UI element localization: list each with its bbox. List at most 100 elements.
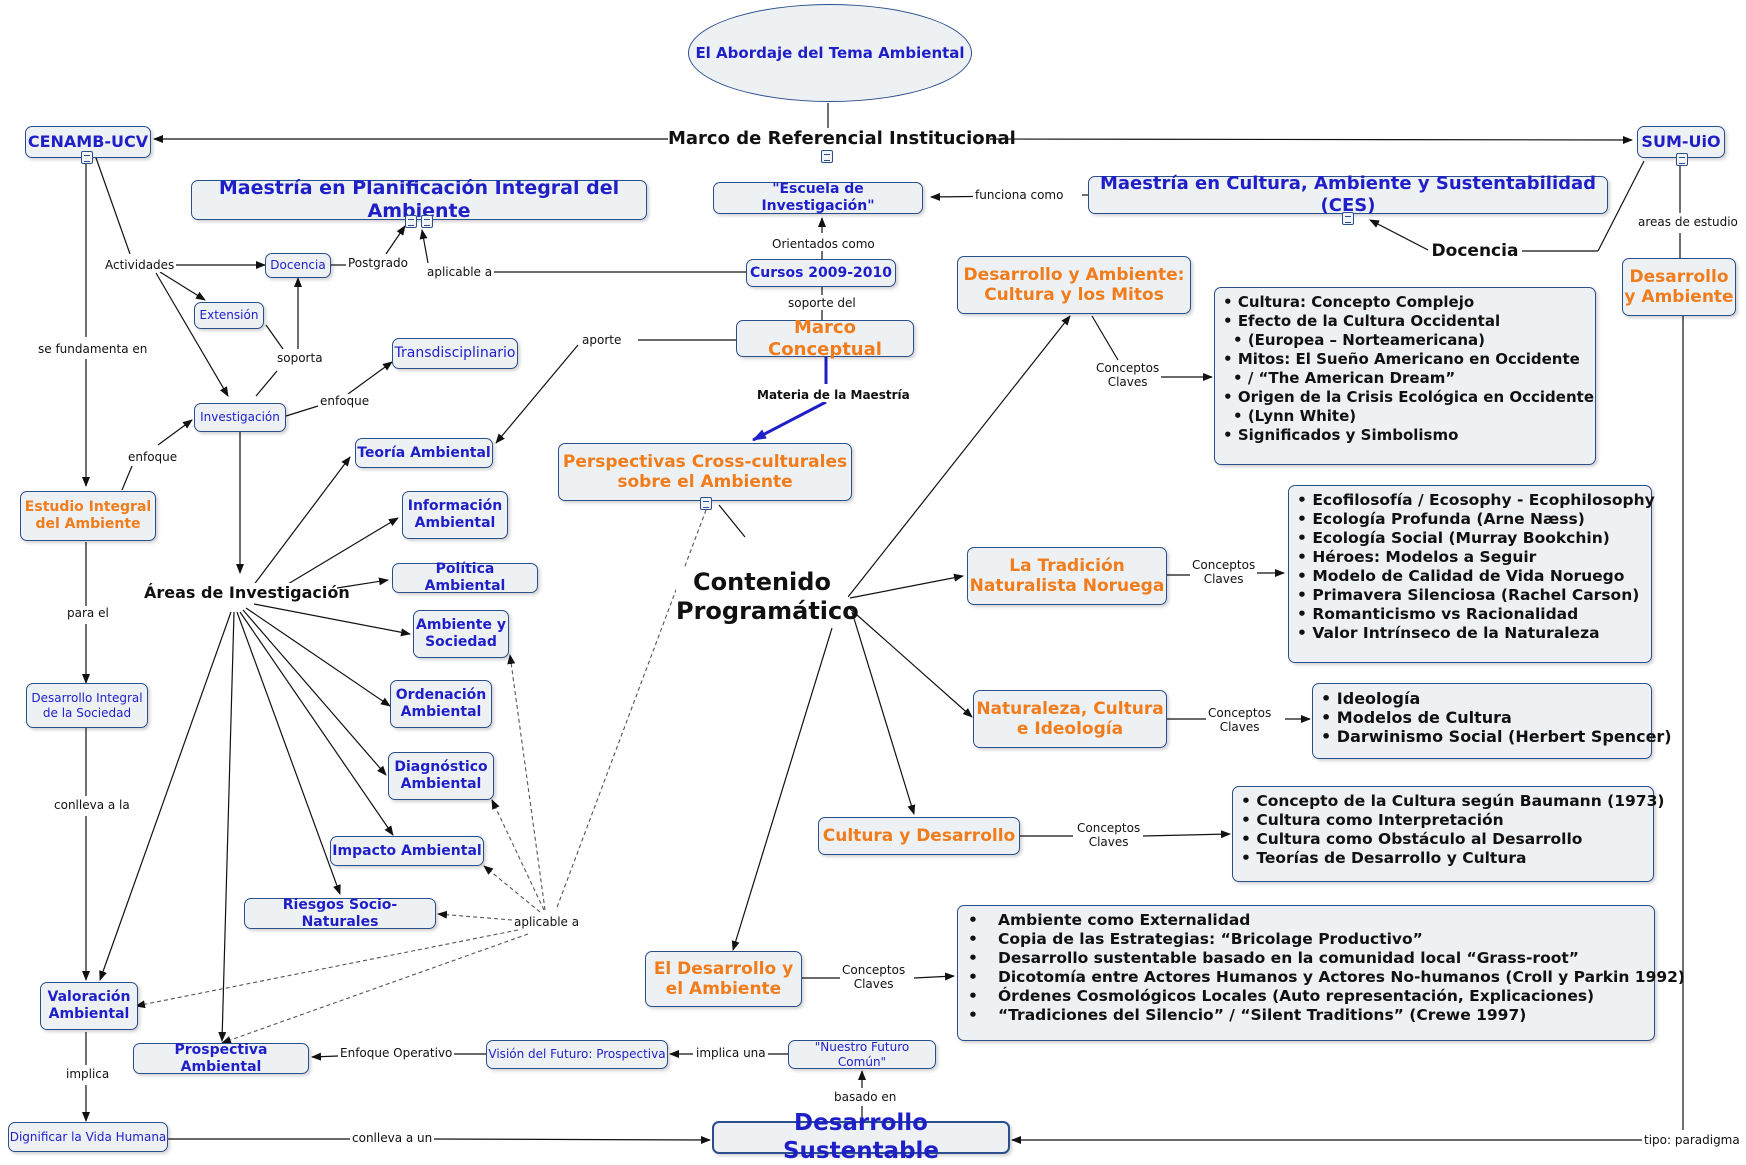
node-estudio-integral[interactable]: Estudio Integral del Ambiente xyxy=(20,491,156,541)
resource-icon[interactable] xyxy=(405,215,417,228)
list-naturaleza: Ideología Modelos de Cultura Darwinismo … xyxy=(1312,683,1672,759)
list-item: Modelos de Cultura xyxy=(1321,708,1643,727)
node-marco-conceptual[interactable]: Marco Conceptual xyxy=(736,317,914,360)
node-docencia[interactable]: Docencia xyxy=(1428,241,1522,262)
node-ambiente-sociedad[interactable]: Ambiente y Sociedad xyxy=(413,610,509,658)
node-naturaleza[interactable]: Naturaleza, Cultura e Ideología xyxy=(973,690,1167,748)
node-areas-investigacion[interactable]: Áreas de Investigación xyxy=(144,583,350,603)
list-item: Desarrollo sustentable basado en la comu… xyxy=(968,949,1646,968)
resource-icon[interactable] xyxy=(700,497,712,510)
list-item: / “The American Dream” xyxy=(1223,369,1587,388)
list-item: Ideología xyxy=(1321,689,1643,708)
list-item: Ambiente como Externalidad xyxy=(968,911,1646,930)
list-item: Copia de las Estrategias: “Bricolage Pro… xyxy=(968,930,1646,949)
node-desarrollo-ambiente-bottom[interactable]: El Desarrollo y el Ambiente xyxy=(645,951,802,1007)
node-maestria-ces[interactable]: Maestría en Cultura, Ambiente y Sustenta… xyxy=(1088,173,1608,216)
link-soporta: soporta xyxy=(275,351,325,366)
list-item: Efecto de la Cultura Occidental xyxy=(1223,312,1587,331)
list-item: Héroes: Modelos a Seguir xyxy=(1297,548,1643,567)
node-desarrollo-sustentable[interactable]: Desarrollo Sustentable xyxy=(712,1110,1010,1164)
node-cursos[interactable]: Cursos 2009-2010 xyxy=(746,259,896,287)
node-transdisciplinario[interactable]: Transdisciplinario xyxy=(392,338,518,369)
list-item: “Tradiciones del Silencio” / “Silent Tra… xyxy=(968,1006,1646,1025)
node-valoracion[interactable]: Valoración Ambiental xyxy=(40,982,138,1030)
list-item: Ecología Social (Murray Bookchin) xyxy=(1297,529,1643,548)
link-actividades: Actividades xyxy=(103,258,177,273)
list-item: Darwinismo Social (Herbert Spencer) xyxy=(1321,727,1672,746)
node-impacto[interactable]: Impacto Ambiental xyxy=(330,836,484,866)
link-tipo-paradigma: tipo: paradigma xyxy=(1642,1133,1742,1148)
list-item: Cultura como Obstáculo al Desarrollo xyxy=(1241,830,1645,849)
link-aporte: aporte xyxy=(580,333,624,348)
link-conceptos-claves-5: Conceptos Claves xyxy=(840,963,908,992)
concept-map-icon[interactable] xyxy=(421,215,433,228)
list-item: Ecofilosofía / Ecosophy - Ecophilosophy xyxy=(1297,491,1654,510)
link-enfoque-1: enfoque xyxy=(318,394,372,409)
link-aplicable-a-bottom: aplicable a xyxy=(512,915,582,930)
link-implica: implica xyxy=(64,1067,112,1082)
node-docencia-small[interactable]: Docencia xyxy=(265,253,331,278)
link-se-fundamenta: se fundamenta en xyxy=(36,342,150,357)
node-sum-uio[interactable]: SUM-UiO xyxy=(1637,126,1725,158)
list-item: Cultura: Concepto Complejo xyxy=(1223,293,1587,312)
link-conceptos-claves-1: Conceptos Claves xyxy=(1094,361,1162,390)
node-diagnostico[interactable]: Diagnóstico Ambiental xyxy=(388,752,494,800)
node-politica[interactable]: Política Ambiental xyxy=(392,561,538,594)
node-marco-referencial[interactable]: Marco de Referencial Institucional xyxy=(668,128,1016,150)
list-item: (Lynn White) xyxy=(1223,407,1587,426)
list-item: Primavera Silenciosa (Rachel Carson) xyxy=(1297,586,1643,605)
link-funciona-como: funciona como xyxy=(973,188,1066,203)
link-areas-estudio: areas de estudio xyxy=(1636,215,1740,230)
link-orientados-como: Orientados como xyxy=(770,237,877,252)
list-tradicion: Ecofilosofía / Ecosophy - Ecophilosophy … xyxy=(1288,485,1655,663)
link-conceptos-claves-3: Conceptos Claves xyxy=(1206,706,1274,735)
link-conceptos-claves-4: Conceptos Claves xyxy=(1075,821,1143,850)
node-informacion[interactable]: Información Ambiental xyxy=(402,491,508,539)
list-item: Modelo de Calidad de Vida Noruego xyxy=(1297,567,1643,586)
concept-map-icon[interactable] xyxy=(821,150,833,163)
list-item: Mitos: El Sueño Americano en Occidente xyxy=(1223,350,1587,369)
list-desarrollo: Ambiente como Externalidad Copia de las … xyxy=(957,905,1685,1041)
node-desarrollo-sociedad[interactable]: Desarrollo Integral de la Sociedad xyxy=(26,683,148,728)
node-extension[interactable]: Extensión xyxy=(194,302,264,329)
node-escuela[interactable]: "Escuela de Investigación" xyxy=(713,181,923,214)
list-item: Romanticismo vs Racionalidad xyxy=(1297,605,1643,624)
list-mitos: Cultura: Concepto Complejo Efecto de la … xyxy=(1214,287,1596,465)
link-basado-en: basado en xyxy=(832,1090,899,1105)
node-cultura-desarrollo[interactable]: Cultura y Desarrollo xyxy=(818,817,1020,855)
link-aplicable-a: aplicable a xyxy=(425,265,495,280)
list-item: Órdenes Cosmológicos Locales (Auto repre… xyxy=(968,987,1646,1006)
link-conceptos-claves-2: Conceptos Claves xyxy=(1190,558,1258,587)
node-ordenacion[interactable]: Ordenación Ambiental xyxy=(390,680,492,728)
node-tradicion[interactable]: La Tradición Naturalista Noruega xyxy=(967,547,1167,605)
resource-icon[interactable] xyxy=(81,151,93,164)
node-dignificar[interactable]: Dignificar la Vida Humana xyxy=(8,1122,168,1152)
link-enfoque-2: enfoque xyxy=(126,450,180,465)
list-item: Cultura como Interpretación xyxy=(1241,811,1645,830)
node-perspectivas[interactable]: Perspectivas Cross-culturales sobre el A… xyxy=(558,443,852,501)
list-item: Concepto de la Cultura según Baumann (19… xyxy=(1241,792,1664,811)
node-riesgos[interactable]: Riesgos Socio-Naturales xyxy=(244,897,436,930)
node-contenido[interactable]: Contenido Programático xyxy=(676,568,859,626)
node-prospectiva[interactable]: Prospectiva Ambiental xyxy=(133,1042,309,1075)
list-cultura: Concepto de la Cultura según Baumann (19… xyxy=(1232,786,1664,882)
node-nuestro-futuro[interactable]: "Nuestro Futuro Común" xyxy=(788,1040,936,1069)
node-vision[interactable]: Visión del Futuro: Prospectiva xyxy=(486,1040,668,1069)
list-item: Dicotomía entre Actores Humanos y Actore… xyxy=(968,968,1685,987)
resource-icon[interactable] xyxy=(1676,153,1688,166)
node-teoria[interactable]: Teoría Ambiental xyxy=(355,438,493,468)
node-investigacion[interactable]: Investigación xyxy=(194,403,286,432)
link-para-el: para el xyxy=(65,606,111,621)
list-item: Ecología Profunda (Arne Næss) xyxy=(1297,510,1643,529)
list-item: Significados y Simbolismo xyxy=(1223,426,1587,445)
list-item: Teorías de Desarrollo y Cultura xyxy=(1241,849,1645,868)
node-desarrollo-mitos[interactable]: Desarrollo y Ambiente: Cultura y los Mit… xyxy=(957,256,1191,314)
link-conlleva-a-un: conlleva a un xyxy=(350,1131,435,1146)
node-maestria-planificacion[interactable]: Maestría en Planificación Integral del A… xyxy=(191,177,647,222)
map-title: El Abordaje del Tema Ambiental xyxy=(688,4,972,102)
list-item: (Europea – Norteamericana) xyxy=(1223,331,1587,350)
node-desarrollo-ambiente-right[interactable]: Desarrollo y Ambiente xyxy=(1622,258,1736,316)
resource-icon[interactable] xyxy=(1342,212,1354,225)
list-item: Origen de la Crisis Ecológica en Occiden… xyxy=(1223,388,1594,407)
